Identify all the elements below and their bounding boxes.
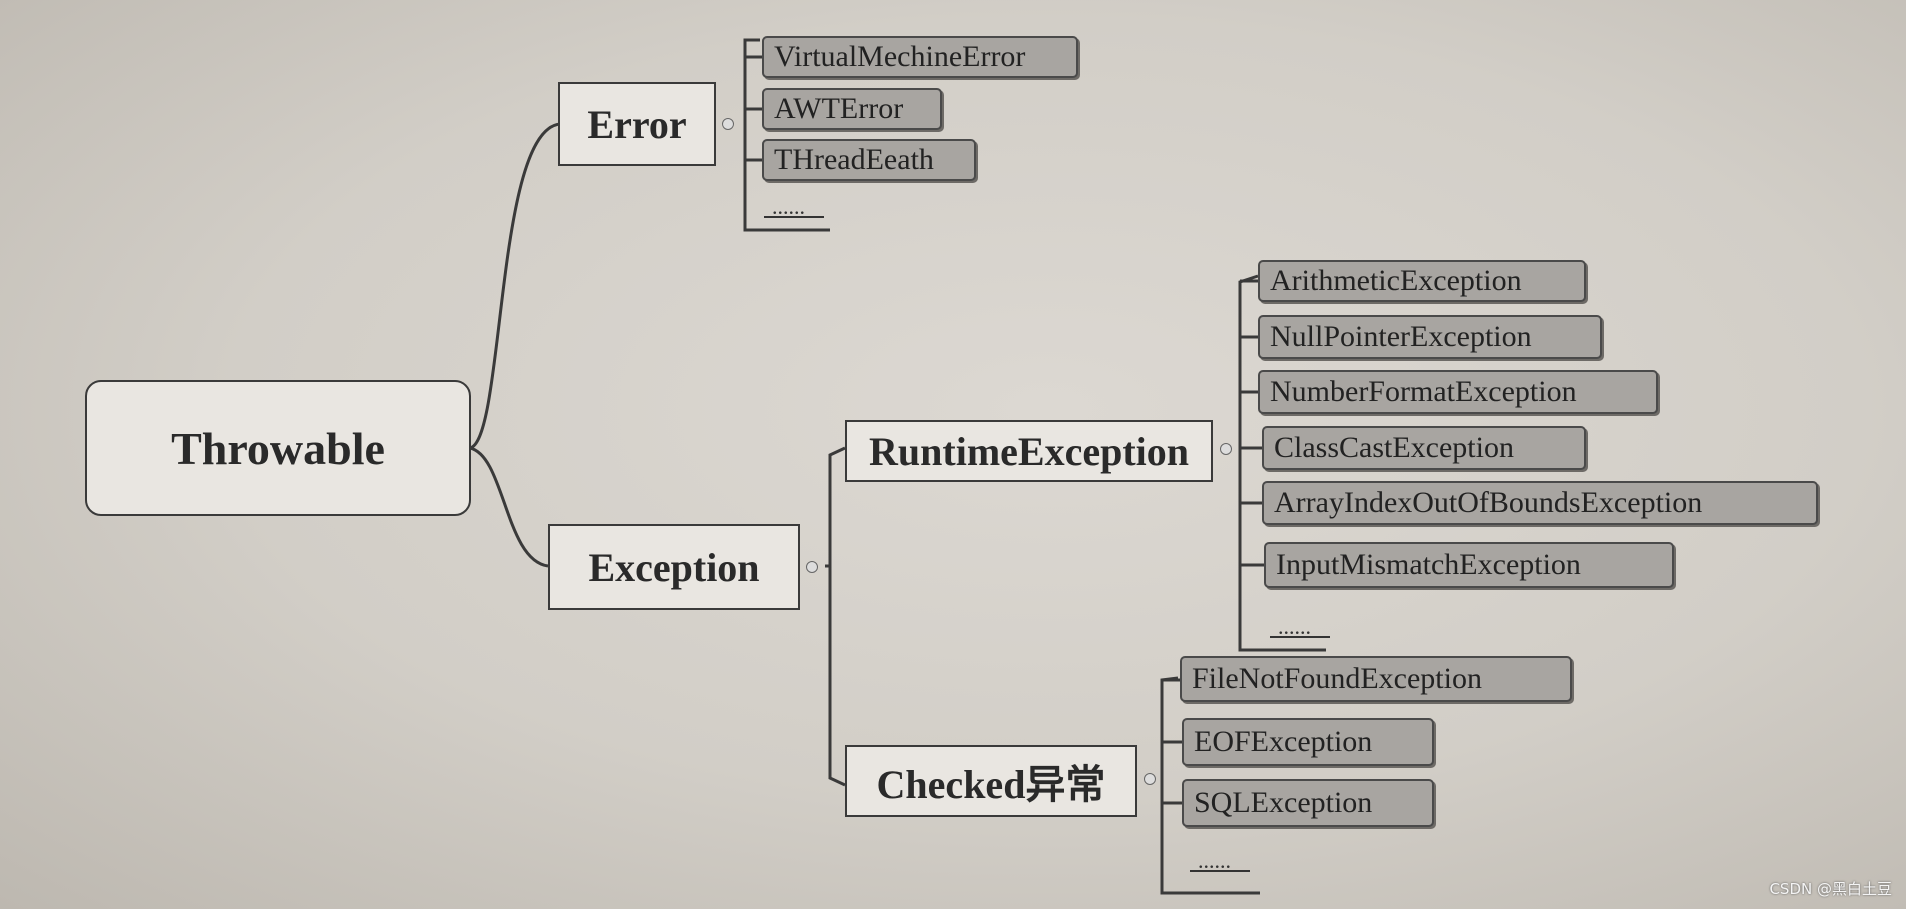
root-label: Throwable <box>171 422 385 474</box>
error-node: Error <box>558 82 716 166</box>
runtime-child: NumberFormatException <box>1258 370 1658 414</box>
checked-child-label: SQLException <box>1194 786 1373 819</box>
runtime-child-label: NullPointerException <box>1270 320 1532 353</box>
connector-checked-children <box>1160 676 1260 895</box>
checked-more: ...... <box>1190 850 1250 872</box>
checked-child: EOFException <box>1182 718 1434 766</box>
runtime-child-label: NumberFormatException <box>1270 375 1577 408</box>
connector-exception-branches <box>825 446 846 787</box>
runtime-child: ArithmeticException <box>1258 260 1586 302</box>
error-child-label: VirtualMechineError <box>774 40 1026 73</box>
connector-root-error <box>469 122 561 450</box>
checked-child: FileNotFoundException <box>1180 656 1572 702</box>
connector-runtime-children <box>1238 274 1326 652</box>
root-node: Throwable <box>85 380 471 516</box>
checked-child-label: EOFException <box>1194 725 1373 758</box>
runtime-child-label: ArithmeticException <box>1270 264 1522 297</box>
runtime-child-label: ArrayIndexOutOfBoundsException <box>1274 486 1703 519</box>
checked-child-label: FileNotFoundException <box>1192 662 1482 695</box>
collapse-toggle-icon[interactable] <box>722 118 734 130</box>
connector-root-exception <box>469 446 549 568</box>
collapse-toggle-icon[interactable] <box>1220 443 1232 455</box>
runtime-exception-label: RuntimeException <box>869 428 1189 474</box>
error-child: AWTError <box>762 88 942 130</box>
error-child: THreadEeath <box>762 139 976 181</box>
runtime-child: InputMismatchException <box>1264 542 1674 588</box>
runtime-exception-node: RuntimeException <box>845 420 1213 482</box>
exception-node: Exception <box>548 524 800 610</box>
runtime-more: ...... <box>1270 616 1330 638</box>
runtime-child: ArrayIndexOutOfBoundsException <box>1262 481 1818 525</box>
collapse-toggle-icon[interactable] <box>806 561 818 573</box>
runtime-child-label: ClassCastException <box>1274 431 1514 464</box>
runtime-child: ClassCastException <box>1262 426 1586 470</box>
connector-error-children <box>743 38 830 232</box>
error-child: VirtualMechineError <box>762 36 1078 78</box>
checked-exception-label: Checked异常 <box>876 762 1106 807</box>
runtime-child-label: InputMismatchException <box>1276 548 1581 581</box>
runtime-child: NullPointerException <box>1258 315 1602 359</box>
error-label: Error <box>587 101 687 147</box>
error-more: ...... <box>764 196 824 218</box>
error-child-label: THreadEeath <box>774 143 934 176</box>
exception-label: Exception <box>588 544 760 590</box>
checked-exception-node: Checked异常 <box>845 745 1137 817</box>
checked-child: SQLException <box>1182 779 1434 827</box>
error-child-label: AWTError <box>774 92 904 125</box>
collapse-toggle-icon[interactable] <box>1144 773 1156 785</box>
watermark: CSDN @黑白土豆 <box>1769 880 1892 898</box>
